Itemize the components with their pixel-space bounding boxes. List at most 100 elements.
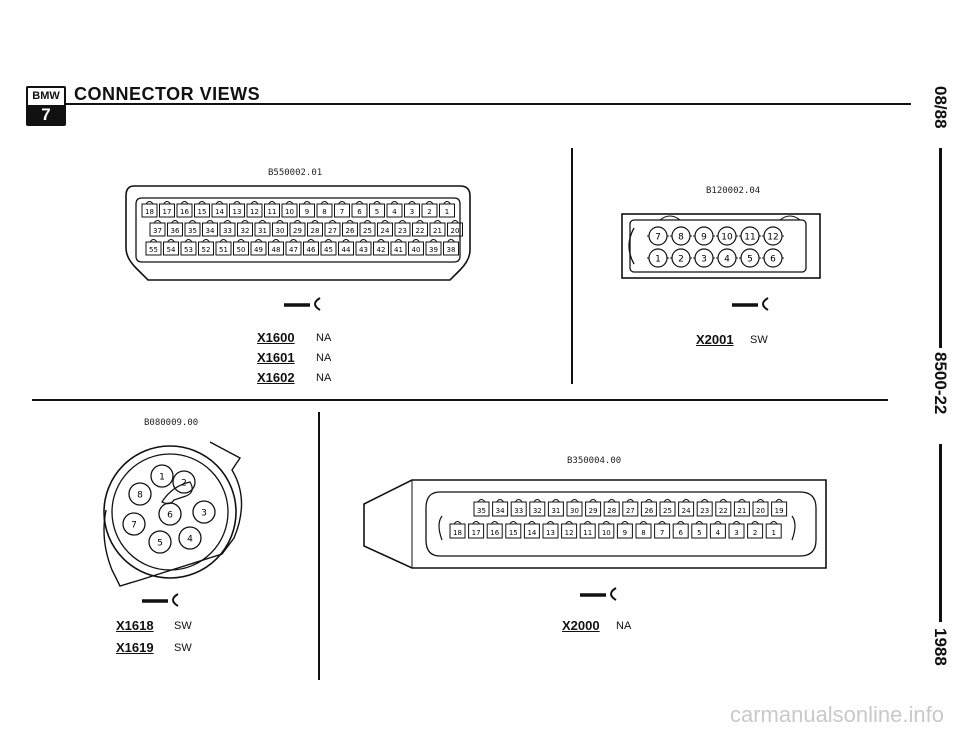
- pin-11: 11: [264, 201, 280, 218]
- pin-label: 43: [359, 246, 368, 254]
- pin-31: 31: [254, 220, 271, 237]
- pin-label: 5: [697, 529, 701, 537]
- pin-label: 13: [233, 208, 242, 216]
- pin-12: 12: [246, 201, 263, 218]
- pin-label: 6: [678, 529, 683, 537]
- pin-label: 5: [157, 539, 163, 549]
- pin-3: 3: [728, 521, 745, 539]
- drawing-code-a: B550002.01: [268, 168, 323, 178]
- pin-label: 19: [775, 507, 784, 515]
- pin-43: 43: [355, 239, 372, 256]
- connector-color-x1602: NA: [316, 372, 332, 384]
- pin-25: 25: [659, 499, 676, 517]
- pin-21: 21: [733, 499, 750, 517]
- pin-17: 17: [468, 521, 485, 539]
- drawing-code-b: B120002.04: [706, 186, 761, 196]
- pin-1: 1: [150, 464, 174, 488]
- pin-label: 11: [268, 208, 277, 216]
- pin-label: 1: [655, 255, 661, 265]
- pin-label: 6: [770, 255, 776, 265]
- pin-1: 1: [765, 521, 782, 539]
- pin-label: 14: [527, 529, 536, 537]
- pin-29: 29: [289, 220, 306, 237]
- pin-7: 7: [654, 521, 671, 539]
- pin-28: 28: [307, 220, 323, 237]
- pin-30: 30: [272, 220, 288, 237]
- pin-label: 26: [644, 507, 653, 515]
- pin-label: 18: [453, 529, 462, 537]
- pin-label: 23: [700, 507, 709, 515]
- pin-6: 6: [672, 521, 689, 539]
- pin-label: 1: [445, 208, 449, 216]
- connector-label-x2000: X2000: [562, 618, 600, 633]
- pin-8: 8: [316, 201, 333, 218]
- pin-30: 30: [566, 499, 583, 517]
- pin-label: 4: [187, 535, 193, 545]
- pin-4: 4: [178, 526, 202, 550]
- pin-23: 23: [394, 220, 411, 237]
- connector-label-x2001: X2001: [696, 332, 734, 347]
- pin-label: 13: [546, 529, 555, 537]
- pin-1: 1: [439, 201, 455, 218]
- pin-16: 16: [486, 521, 503, 539]
- pin-label: 11: [744, 233, 755, 243]
- pin-1: 1: [647, 248, 669, 268]
- pin-label: 53: [184, 246, 193, 254]
- pin-24: 24: [377, 220, 393, 237]
- pin-label: 8: [322, 208, 326, 216]
- pin-32: 32: [529, 499, 546, 517]
- pin-28: 28: [603, 499, 620, 517]
- pin-20: 20: [752, 499, 769, 517]
- pin-label: 20: [451, 227, 460, 235]
- pin-34: 34: [202, 220, 218, 237]
- pin-label: 12: [250, 208, 259, 216]
- pin-48: 48: [268, 239, 284, 256]
- pin-2: 2: [421, 201, 438, 218]
- pin-label: 26: [346, 227, 355, 235]
- pin-label: 34: [496, 507, 505, 515]
- pin-3: 3: [693, 248, 715, 268]
- pin-2: 2: [670, 248, 692, 268]
- pin-26: 26: [640, 499, 657, 517]
- pin-label: 51: [219, 246, 228, 254]
- pin-37: 37: [149, 220, 166, 237]
- pin-label: 8: [137, 491, 143, 501]
- pin-label: 44: [342, 246, 351, 254]
- pin-52: 52: [198, 239, 214, 256]
- pin-label: 18: [145, 208, 154, 216]
- pin-38: 38: [443, 239, 459, 256]
- pin-label: 49: [254, 246, 263, 254]
- pin-label: 25: [363, 227, 372, 235]
- pin-9: 9: [616, 521, 633, 539]
- pin-label: 32: [241, 227, 250, 235]
- pin-label: 20: [756, 507, 765, 515]
- pin-35: 35: [473, 499, 490, 517]
- pin-label: 2: [678, 255, 684, 265]
- pin-22: 22: [412, 220, 428, 237]
- pin-13: 13: [229, 201, 245, 218]
- pin-22: 22: [715, 499, 732, 517]
- pin-6: 6: [158, 502, 182, 526]
- side-label-section: 8500-22: [931, 352, 950, 415]
- pin-label: 40: [412, 246, 421, 254]
- pin-14: 14: [211, 201, 228, 218]
- pin-label: 55: [149, 246, 158, 254]
- pin-16: 16: [176, 201, 193, 218]
- pin-12: 12: [762, 226, 784, 246]
- pin-label: 4: [724, 255, 730, 265]
- pin-21: 21: [429, 220, 446, 237]
- pin-35: 35: [184, 220, 201, 237]
- pin-label: 16: [490, 529, 499, 537]
- bmw-7-logo: BMW 7: [26, 86, 66, 126]
- pin-label: 39: [429, 246, 438, 254]
- pin-label: 5: [747, 255, 753, 265]
- drawing-code-c: B080009.00: [144, 418, 199, 428]
- pin-label: 7: [660, 529, 664, 537]
- pin-3: 3: [404, 201, 420, 218]
- pin-46: 46: [303, 239, 319, 256]
- page-title: CONNECTOR VIEWS: [74, 84, 261, 104]
- pin-24: 24: [678, 499, 695, 517]
- pin-label: 46: [307, 246, 316, 254]
- pin-label: 8: [678, 233, 684, 243]
